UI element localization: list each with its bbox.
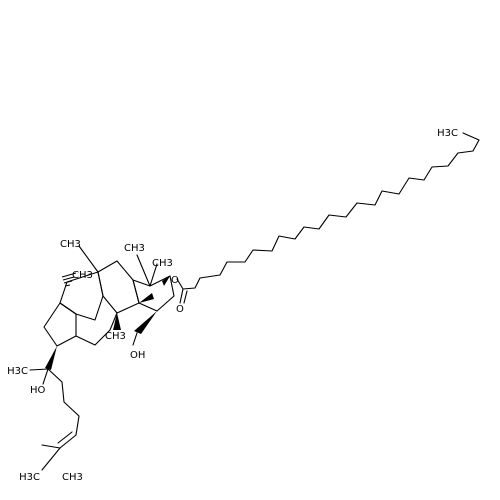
ring-substituents: [61, 245, 170, 346]
wedge-ester-o: [162, 276, 170, 286]
gem-me-bond-a: [136, 254, 151, 287]
alkene-second-line: [57, 431, 73, 444]
bond-terminal-me: [41, 447, 61, 471]
label-me-ring-a: CH3: [60, 239, 81, 250]
carbonyl-bond-1: [179, 288, 184, 304]
label-ester-o: O: [171, 275, 179, 286]
wedge-me-fusion: [113, 313, 121, 330]
label-h3c-side: H3C: [7, 366, 28, 377]
wedge-ring-a: [139, 293, 154, 303]
label-me-ring-b: CH3: [72, 270, 93, 281]
side-chain: [29, 346, 80, 471]
ester-co-bond: [176, 278, 184, 290]
carbonyl-bond-2: [183, 290, 188, 304]
ring-a: [132, 275, 175, 312]
label-gem-me-a: CH3: [124, 243, 145, 254]
acyl-chain: [176, 132, 480, 304]
label-carbonyl-o: O: [176, 304, 184, 315]
side-chain-bonds: [41, 368, 80, 449]
atom-labels: H3C O O CH3 CH3 CH3 CH3 CH3 OH H3C HO H3…: [7, 128, 458, 483]
ring-c-lower: [75, 312, 118, 346]
wedge-oh: [134, 311, 157, 334]
label-ho-side: HO: [30, 385, 46, 396]
label-me-ring-c: CH3: [105, 331, 126, 342]
label-oh-ring: OH: [130, 350, 145, 361]
label-ch3-bottom: CH3: [62, 472, 83, 483]
label-gem-me-b: CH3: [152, 258, 173, 269]
bond-to-ho-side: [42, 368, 49, 385]
chain-bonds: [182, 132, 480, 290]
label-h3c-bottom: H3C: [19, 472, 40, 483]
gem-me-bond-b: [149, 263, 158, 287]
bond-to-h3c-side: [29, 368, 49, 371]
ring-b: [97, 260, 140, 314]
me-bond-b: [78, 245, 99, 273]
ring-d: [43, 302, 77, 347]
label-ch3-chain-end: H3C: [437, 128, 458, 139]
hash-bond-c: [61, 272, 77, 287]
wedge-side: [45, 346, 57, 370]
oh-bond: [132, 332, 138, 346]
